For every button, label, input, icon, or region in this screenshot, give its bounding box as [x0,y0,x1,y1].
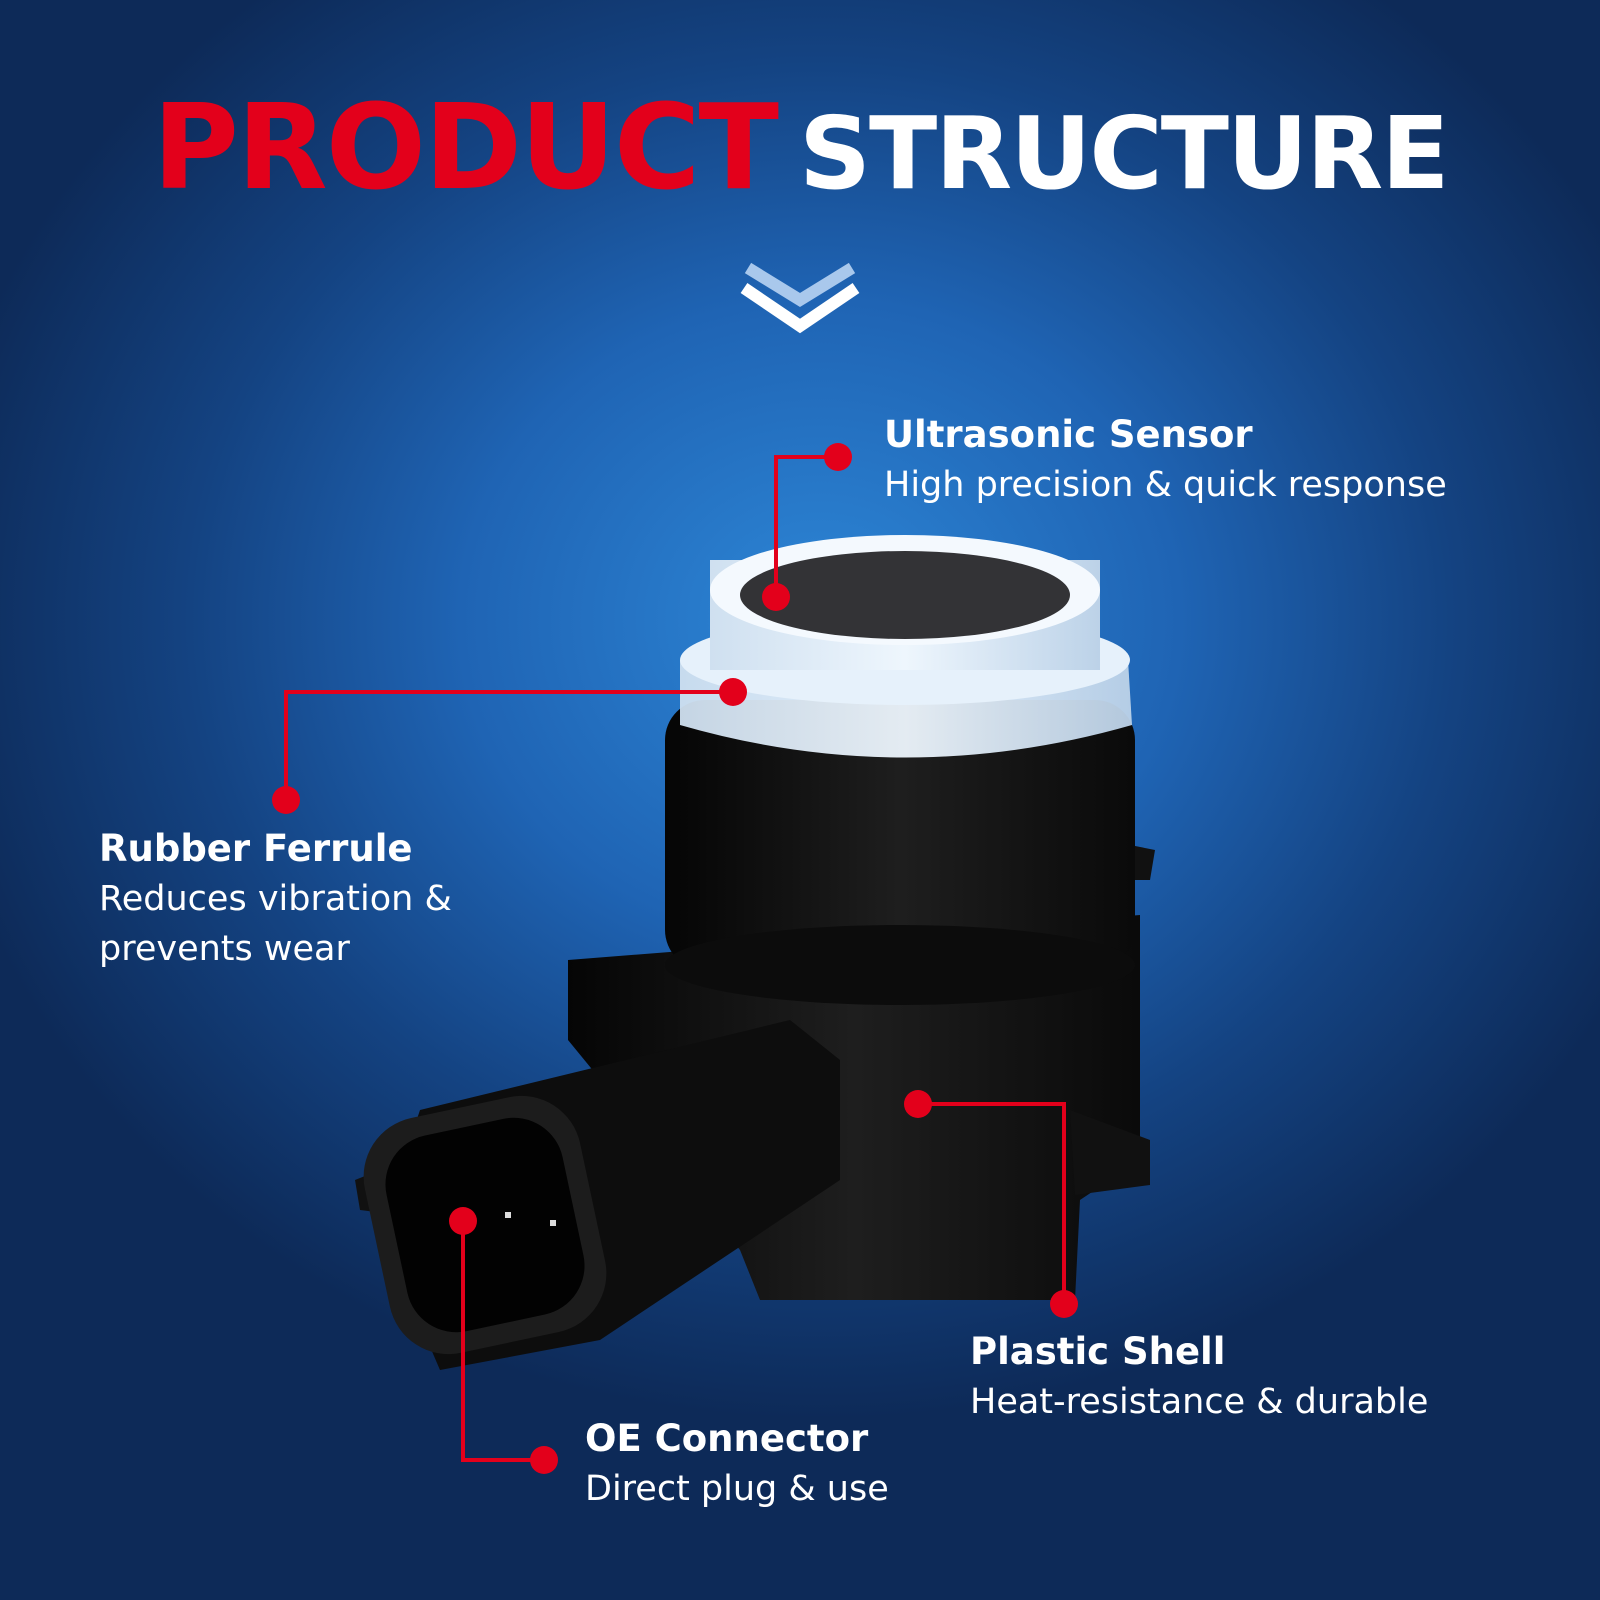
callout-oe-connector: OE Connector Direct plug & use [585,1417,889,1509]
title-word-structure: STRUCTURE [798,95,1450,212]
callout-line-shell [918,1102,1066,1304]
rubber-ferrule [680,535,1132,758]
callout-ultrasonic-sensor: Ultrasonic Sensor High precision & quick… [884,413,1447,505]
callout-rubber-ferrule: Rubber Ferrule Reduces vibration & preve… [99,827,452,969]
double-chevron-down-icon [740,262,860,334]
callout-dot [449,1207,477,1235]
callout-dot [762,583,790,611]
callout-dot [272,786,300,814]
callout-line-connector [461,1221,544,1462]
callout-dot [824,443,852,471]
connector [355,1020,840,1370]
callout-dot [719,678,747,706]
callout-plastic-shell: Plastic Shell Heat-resistance & durable [970,1330,1429,1422]
title-word-product: PRODUCT [152,78,779,216]
ultrasonic-sensor-face [740,551,1070,639]
callout-dot [904,1090,932,1118]
callout-line-rubber [284,690,733,800]
callout-dot [1050,1290,1078,1318]
callout-dot [530,1446,558,1474]
callout-line-ultrasonic [774,455,838,597]
